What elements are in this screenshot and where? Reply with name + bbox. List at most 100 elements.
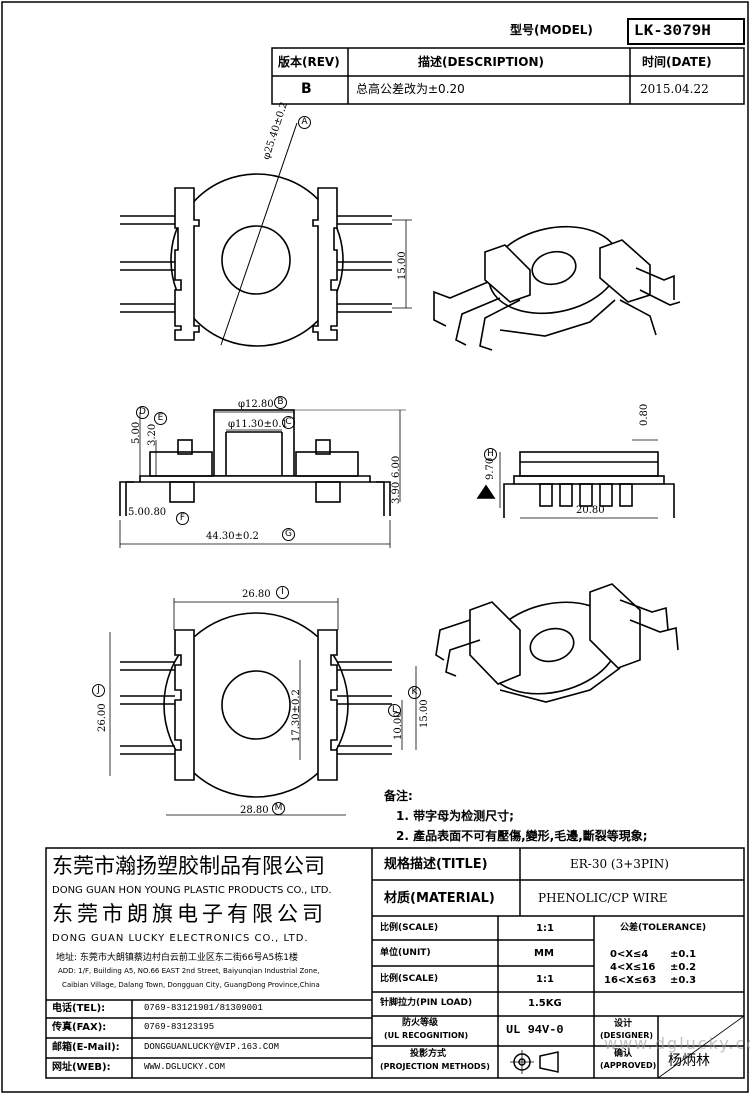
tol-value-3: ±0.3: [670, 975, 697, 986]
header-table: [271, 18, 745, 105]
tol-value-1: ±0.1: [670, 949, 697, 960]
tol-range-1: 0<X≤4: [610, 949, 649, 960]
approved-en: (APPROVED): [600, 1061, 657, 1070]
notes-title: 备注:: [384, 789, 413, 803]
dim-15-top: 15.00: [397, 251, 408, 280]
company-en-1: DONG GUAN HON YOUNG PLASTIC PRODUCTS CO.…: [52, 885, 332, 896]
approver-name: 杨炳林: [668, 1053, 710, 1069]
scale2-label: 比例(SCALE): [380, 974, 439, 984]
tag-b: B: [274, 396, 287, 409]
tol-range-2: 4<X≤16: [610, 962, 656, 973]
dim-b: φ12.80: [238, 399, 274, 410]
title-block: [45, 847, 745, 1079]
top-left-post: [174, 187, 200, 341]
top-view: [120, 122, 412, 347]
dim-39: 3.90: [391, 481, 402, 504]
approved-cn: 确认: [614, 1049, 633, 1059]
scale-value: 1:1: [536, 923, 554, 934]
rev-label: 版本(REV): [278, 55, 340, 69]
material-label: 材质(MATERIAL): [384, 891, 495, 906]
top-right-post: [312, 187, 338, 341]
projection-label-en: (PROJECTION METHODS): [380, 1062, 490, 1071]
note-2: 2. 產品表面不可有壓傷,變形,毛邊,斷裂等現象;: [396, 829, 648, 843]
designer-cn: 设计: [614, 1019, 633, 1029]
front-view: [119, 409, 406, 548]
model-value: LK-3079H: [634, 22, 711, 40]
tag-d: D: [136, 406, 149, 419]
top-bobbin-hole: [221, 225, 291, 295]
spec-title-value: ER-30 (3+3PIN): [570, 857, 669, 871]
iso-view-1: [433, 225, 681, 351]
dim-m: 28.80: [240, 805, 269, 816]
note-1: 1. 带字母为检测尺寸;: [396, 809, 514, 823]
company-en-2: DONG GUAN LUCKY ELECTRONICS CO., LTD.: [52, 933, 309, 944]
mail-label: 邮箱(E-Mail):: [52, 1042, 120, 1053]
dim-i: 26.80: [242, 589, 271, 600]
tag-c: C: [282, 416, 295, 429]
top-bobbin-outer: [170, 173, 344, 347]
watermark: www.dglucky.com: [604, 1034, 750, 1053]
fax-value: 0769-83123195: [144, 1022, 215, 1032]
tag-m: M: [272, 802, 285, 815]
unit-label: 单位(UNIT): [380, 948, 431, 958]
dim-d: 5.00: [131, 421, 142, 444]
dim-inner: 17.30±0.2: [291, 689, 302, 742]
tag-a: A: [298, 116, 311, 129]
date-label: 时间(DATE): [642, 55, 712, 69]
tag-j: J: [92, 684, 105, 697]
rev-value: B: [301, 81, 312, 97]
tag-l: L: [388, 704, 401, 717]
dim-side-080: 0.80: [639, 403, 650, 426]
company-cn-2: 东莞市朗旗电子有限公司: [52, 902, 327, 926]
model-label: 型号(MODEL): [510, 23, 593, 37]
pin-load-label: 针脚拉力(PIN LOAD): [380, 998, 473, 1008]
designer-en: (DESIGNER): [600, 1031, 654, 1040]
tag-i: I: [276, 586, 289, 599]
tel-value: 0769-83121901/81309001: [144, 1003, 263, 1013]
tol-value-2: ±0.2: [670, 962, 697, 973]
desc-value: 总高公差改为±0.20: [356, 82, 465, 96]
bottom-view: [109, 598, 417, 816]
unit-value: MM: [534, 948, 554, 959]
scale2-value: 1:1: [536, 974, 554, 985]
mail-value: DONGGUANLUCKY@VIP.163.COM: [144, 1042, 280, 1052]
tag-f: F: [176, 512, 189, 525]
tag-g: G: [282, 528, 295, 541]
web-value: WWW.DGLUCKY.COM: [144, 1062, 226, 1072]
dim-g: 44.30±0.2: [206, 531, 259, 542]
desc-label: 描述(DESCRIPTION): [418, 55, 544, 69]
ul-value: UL 94V-0: [506, 1023, 564, 1037]
scale-label: 比例(SCALE): [380, 923, 439, 933]
address-cn: 地址: 东莞市大朗镇蔡边村白云前工业区东二街66号A5栋1楼: [56, 953, 298, 963]
dim-side-970: 9.70: [485, 457, 496, 480]
side-view: [476, 439, 675, 519]
ul-label-en: (UL RECOGNITION): [384, 1031, 469, 1040]
tag-h: H: [484, 448, 497, 461]
dim-6: 6.00: [391, 455, 402, 478]
dim-f: 5.00.80: [128, 507, 167, 518]
dim-e: 3.20: [147, 423, 158, 446]
model-box: [627, 18, 745, 45]
tel-label: 电话(TEL):: [52, 1003, 106, 1014]
dim-side-2080: 20.80: [576, 505, 605, 516]
company-cn-1: 东莞市瀚扬塑胶制品有限公司: [52, 854, 325, 878]
tolerance-label: 公差(TOLERANCE): [620, 923, 707, 933]
dim-j: 26.00: [97, 703, 108, 732]
web-label: 网址(WEB):: [52, 1062, 111, 1073]
projection-label-cn: 投影方式: [410, 1049, 447, 1059]
tag-e: E: [154, 412, 167, 425]
fax-label: 传真(FAX):: [52, 1022, 107, 1033]
dim-k: 15.00: [419, 699, 430, 728]
tag-k: K: [408, 686, 421, 699]
iso-view-2: [435, 583, 679, 703]
address-en-2: Caibian Village, Dalang Town, Dongguan C…: [62, 981, 320, 989]
pin-load-value: 1.5KG: [528, 998, 562, 1009]
ul-label-cn: 防火等级: [402, 1018, 439, 1028]
dim-c: φ11.30±0.1: [228, 419, 288, 430]
date-value: 2015.04.22: [640, 82, 709, 96]
tol-range-3: 16<X≤63: [604, 975, 657, 986]
address-en-1: ADD: 1/F, Building A5, NO.66 EAST 2nd St…: [58, 967, 320, 975]
material-value: PHENOLIC/CP WIRE: [538, 891, 668, 905]
